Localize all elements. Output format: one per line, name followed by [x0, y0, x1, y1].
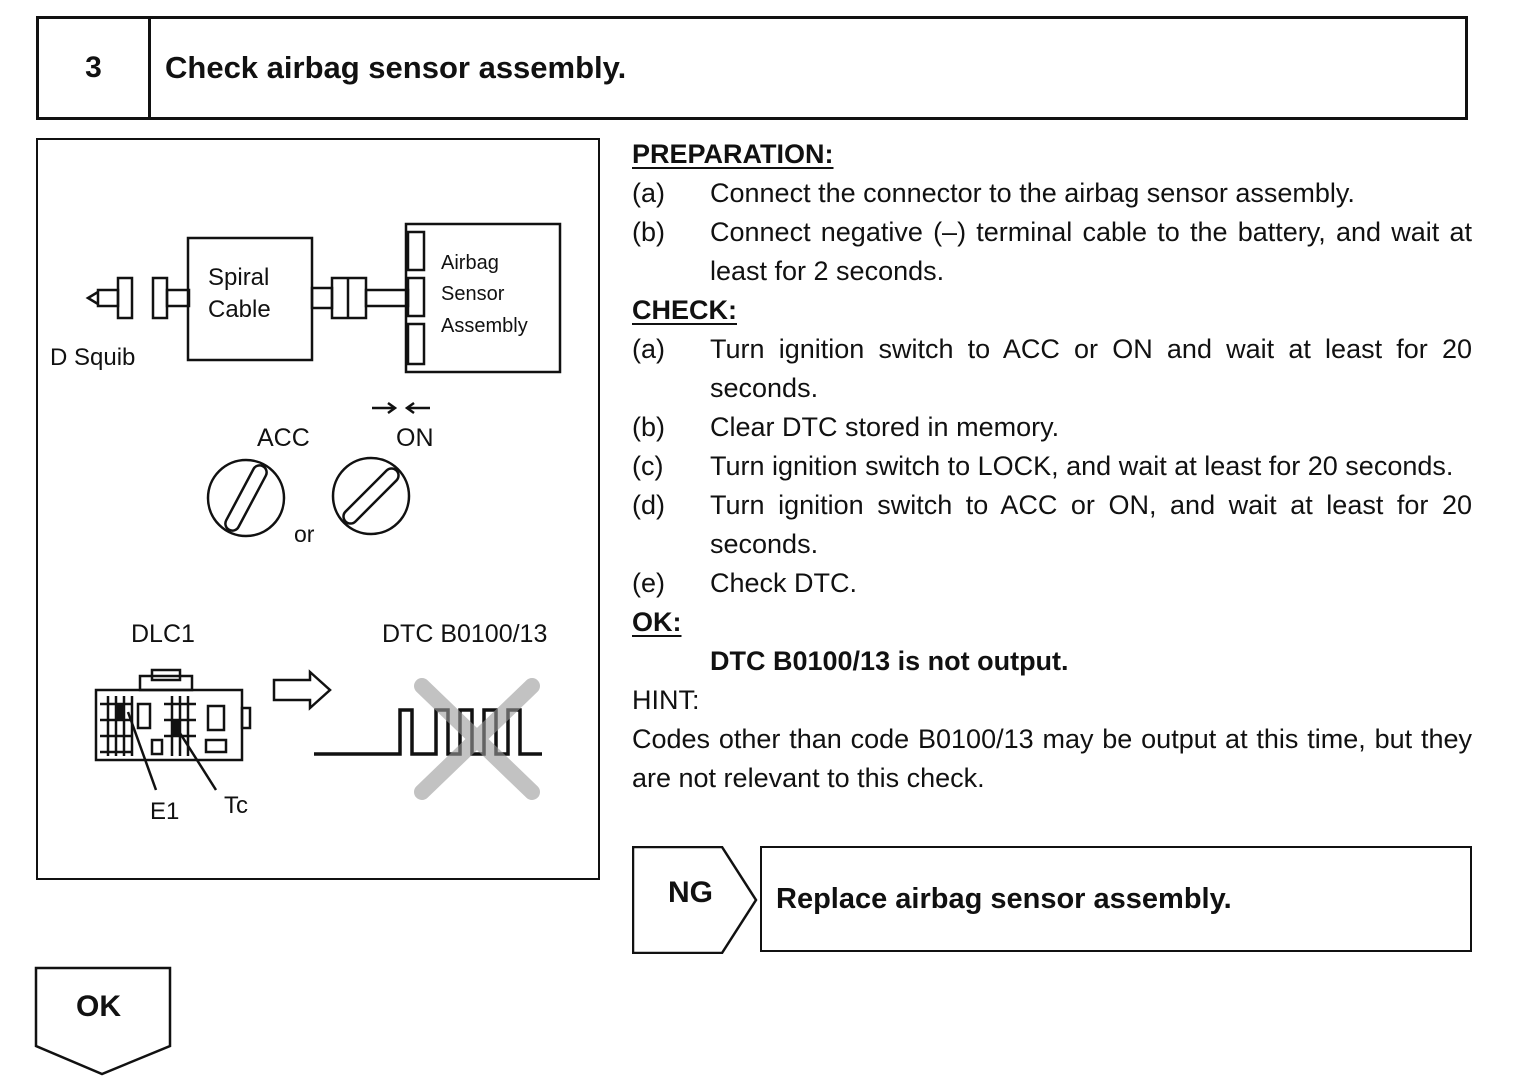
ok-heading: OK: — [632, 607, 682, 637]
or-label: or — [294, 521, 315, 547]
ignition-acc-icon — [206, 458, 286, 538]
spiral-connector-stub — [165, 288, 191, 308]
spiral-connector-body — [151, 276, 169, 320]
ok-arrow-shape — [34, 966, 172, 1076]
airbag-sensor-label-2: Sensor — [441, 283, 505, 305]
hint-heading: HINT: — [632, 685, 700, 715]
airbag-sensor-label-3: Assembly — [441, 315, 528, 337]
check-item-a: (a) Turn ignition switch to ACC or ON an… — [632, 334, 1472, 403]
ok-flow-tag: OK — [34, 966, 174, 1083]
ng-arrow-shape — [631, 845, 758, 955]
arrow-right-icon — [272, 669, 332, 711]
step-title: Check airbag sensor assembly. — [165, 50, 627, 85]
airbag-sensor-label-1: Airbag — [441, 252, 499, 274]
check-item-b: (b) Clear DTC stored in memory. — [632, 412, 1060, 442]
tc-terminal — [172, 720, 180, 736]
step-number: 3 — [39, 19, 151, 117]
ok-flow-label: OK — [76, 990, 121, 1023]
tc-label: Tc — [224, 792, 248, 819]
dtc-label: DTC B0100/13 — [382, 620, 547, 648]
cross-mark-icon — [414, 678, 540, 800]
illustration-panel: D Squib Spiral Cable Airbag Sensor Assem… — [36, 138, 600, 880]
squib-connector-stub — [96, 288, 120, 308]
acc-label: ACC — [257, 424, 310, 452]
ng-label: NG — [668, 876, 713, 909]
illustration: D Squib Spiral Cable Airbag Sensor Assem… — [50, 222, 562, 825]
squib-connector-body — [116, 276, 134, 320]
airbag-sensor-box — [404, 222, 562, 374]
check-item-d: (d) Turn ignition switch to ACC or ON, a… — [632, 490, 1472, 559]
squib-plug-icon — [85, 290, 99, 306]
ok-result: DTC B0100/13 is not output. — [710, 646, 1069, 676]
ng-flow-tag: NG — [631, 845, 758, 959]
hint-text: Codes other than code B0100/13 may be ou… — [632, 724, 1472, 793]
preparation-heading: PREPARATION: — [632, 139, 834, 169]
dtc-waveform — [314, 708, 542, 756]
spiral-cable-label-2: Cable — [208, 296, 271, 323]
preparation-item-a: (a) Connect the connector to the airbag … — [632, 178, 1355, 208]
dlc1-connector-icon — [94, 688, 244, 762]
e1-label: E1 — [150, 798, 179, 825]
instructions: PREPARATION: (a) Connect the connector t… — [632, 135, 1472, 798]
check-heading: CHECK: — [632, 295, 737, 325]
check-item-e: (e) Check DTC. — [632, 568, 858, 598]
ng-action-box: Replace airbag sensor assembly. — [760, 846, 1472, 952]
step-header: 3 Check airbag sensor assembly. — [36, 16, 1468, 120]
spiral-cable-label-1: Spiral — [208, 264, 269, 291]
check-item-c: (c) Turn ignition switch to LOCK, and wa… — [632, 451, 1454, 481]
ignition-on-icon — [331, 456, 411, 536]
e1-terminal — [117, 704, 125, 720]
preparation-item-b: (b) Connect negative (–) terminal cable … — [632, 217, 1472, 286]
dlc1-label: DLC1 — [131, 620, 195, 648]
d-squib-label: D Squib — [50, 344, 135, 371]
on-label: ON — [396, 424, 434, 452]
